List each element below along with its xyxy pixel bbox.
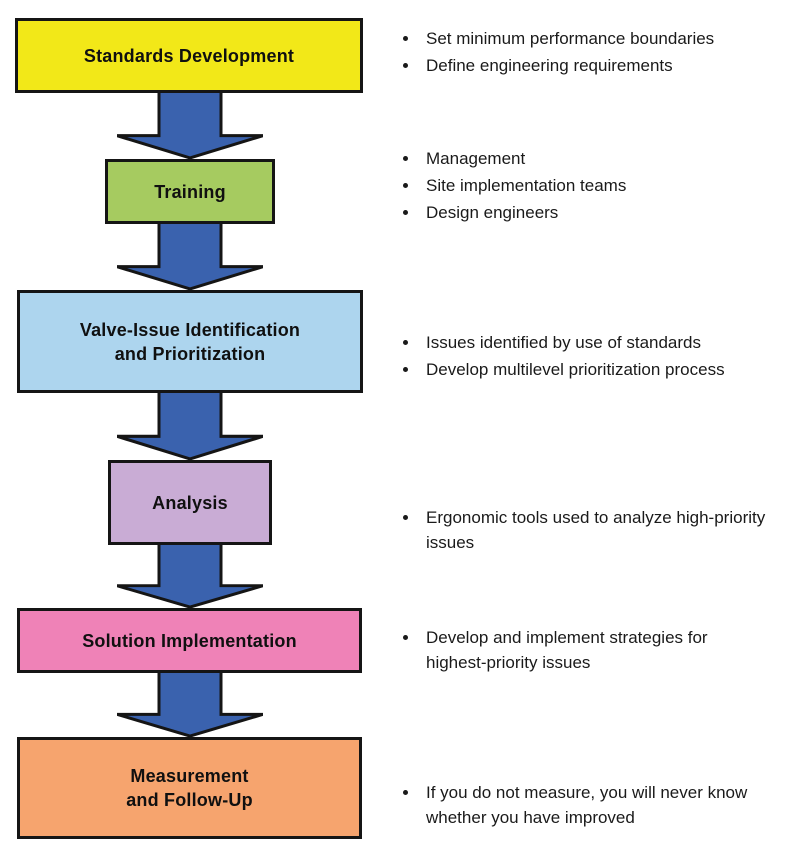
down-arrow-icon <box>117 391 263 461</box>
note-item: Ergonomic tools used to analyze high-pri… <box>420 505 770 555</box>
notes-analysis: Ergonomic tools used to analyze high-pri… <box>398 505 770 557</box>
note-item: Develop and implement strategies for hig… <box>420 625 770 675</box>
note-item: Design engineers <box>420 200 800 225</box>
down-arrow-icon <box>117 222 263 291</box>
notes-standards-development: Set minimum performance boundaries Defin… <box>398 26 800 80</box>
note-item: Set minimum performance boundaries <box>420 26 800 51</box>
step-box-training: Training <box>105 159 275 224</box>
note-item: Develop multilevel prioritization proces… <box>420 357 800 382</box>
step-label-training: Training <box>154 181 226 202</box>
down-arrow-icon <box>117 671 263 738</box>
note-item: Site implementation teams <box>420 173 800 198</box>
note-item: Management <box>420 146 800 171</box>
step-label-standards-development: Standards Development <box>83 45 295 66</box>
note-item: If you do not measure, you will never kn… <box>420 780 770 830</box>
step-box-analysis: Analysis <box>108 460 272 545</box>
step-label-measurement-follow-up: Measurement and Follow-Up <box>126 766 253 810</box>
down-arrow-icon <box>117 91 263 160</box>
step-box-solution-implementation: Solution Implementation <box>17 608 362 673</box>
step-label-analysis: Analysis <box>152 492 228 513</box>
notes-solution-implementation: Develop and implement strategies for hig… <box>398 625 770 677</box>
notes-training: Management Site implementation teams Des… <box>398 146 800 227</box>
step-box-measurement-follow-up: Measurement and Follow-Up <box>17 737 362 839</box>
down-arrow-icon <box>117 543 263 609</box>
note-item: Issues identified by use of standards <box>420 330 800 355</box>
notes-measurement-follow-up: If you do not measure, you will never kn… <box>398 780 770 832</box>
step-box-valve-issue-identification: Valve-Issue Identification and Prioritiz… <box>17 290 363 393</box>
step-label-valve-issue-identification: Valve-Issue Identification and Prioritiz… <box>79 319 301 364</box>
step-box-standards-development: Standards Development <box>15 18 363 93</box>
note-item: Define engineering requirements <box>420 53 800 78</box>
step-label-solution-implementation: Solution Implementation <box>82 630 297 651</box>
notes-valve-issue-identification: Issues identified by use of standards De… <box>398 330 800 384</box>
